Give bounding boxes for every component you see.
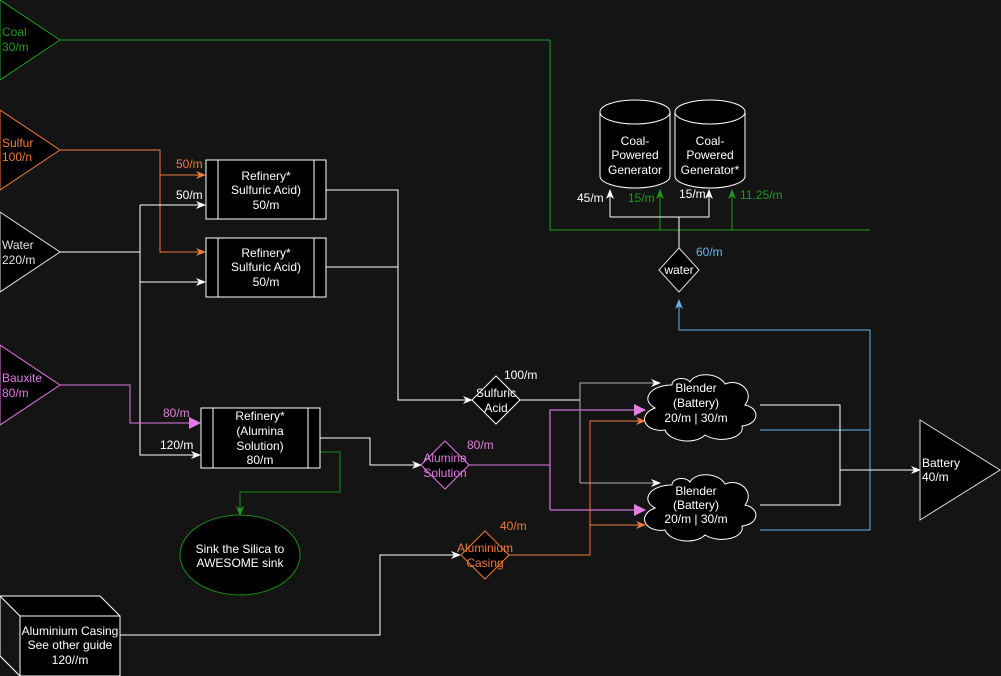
edge-blender1-battery: [760, 404, 841, 506]
refinery-3-line2: (Alumina: [236, 424, 284, 438]
generator-1[interactable]: Coal- Powered Generator: [599, 99, 671, 189]
edge-ref3-alumina: [320, 437, 422, 469]
refinery-2-line2: Sulfuric Acid): [231, 260, 301, 274]
generator-1-line1: Coal-: [621, 134, 650, 148]
edge-sulfur-ref1: [60, 149, 206, 179]
edge-casing-blenders: [509, 417, 646, 556]
label-gen2-water: 15/m: [679, 187, 706, 201]
edge-blue-water-2: [760, 430, 871, 531]
output-battery-rate: 40/m: [922, 470, 949, 484]
generator-2-line3: Generator*: [681, 163, 740, 177]
edge-water-ref1: [139, 205, 201, 459]
input-water-rate: 220/m: [2, 253, 35, 267]
label-gen1-water: 45/m: [577, 191, 604, 205]
refinery-2-line3: 50/m: [253, 275, 280, 289]
refinery-1-line2: Sulfuric Acid): [231, 183, 301, 197]
refinery-3-line4: 80/m: [247, 453, 274, 467]
edge-water-to-gen2: [610, 189, 713, 218]
blender-2-line3: 20/m | 30/m: [664, 512, 727, 526]
edge-casing-junction: [120, 551, 461, 636]
blender-2-line2: (Battery): [673, 498, 719, 512]
label-sulfuric-acid: 100/m: [504, 368, 537, 382]
input-sulfur-name: Sulfur: [2, 136, 33, 150]
blender-1[interactable]: Blender (Battery) 20/m | 30/m: [644, 374, 757, 442]
edge-alumina-blender1: [549, 404, 646, 510]
junction-aluminium-casing[interactable]: Aluminium Casing: [457, 530, 513, 580]
generator-2-line2: Powered: [686, 148, 733, 162]
label-water-ref3: 120/m: [160, 438, 193, 452]
sink-line2: AWESOME sink: [197, 556, 285, 570]
input-bauxite-rate: 80/m: [2, 386, 29, 400]
input-coal[interactable]: Coal 30/m: [0, 0, 61, 81]
label-gen1-coal: 15/m: [628, 191, 655, 205]
edge-silica-sink: [236, 451, 341, 516]
refinery-1-line1: Refinery*: [241, 169, 291, 183]
junction-sulfuric-acid[interactable]: Sulfuric Acid: [471, 375, 521, 425]
junction-water-label: water: [663, 263, 693, 277]
refinery-2-line1: Refinery*: [241, 246, 291, 260]
junction-acid-line2: Acid: [484, 401, 507, 415]
blender-2[interactable]: Blender (Battery) 20/m | 30/m: [644, 474, 757, 542]
refinery-3-line3: Solution): [236, 439, 283, 453]
aluminium-casing-source[interactable]: Aluminium Casing See other guide 120//m: [0, 595, 121, 676]
refinery-3-line1: Refinery*: [235, 409, 285, 423]
edge-blue-water-1: [675, 299, 871, 431]
input-coal-rate: 30/m: [2, 40, 29, 54]
blender-1-line2: (Battery): [673, 396, 719, 410]
junction-acid-line1: Sulfuric: [476, 386, 516, 400]
label-alumina-solution: 80/m: [467, 438, 494, 452]
edge-ref1-acid: [326, 189, 473, 404]
sink-line1: Sink the Silica to: [196, 542, 285, 556]
label-aluminium-casing: 40/m: [500, 519, 527, 533]
input-water[interactable]: Water 220/m: [0, 211, 61, 293]
refinery-1-line3: 50/m: [253, 198, 280, 212]
output-battery[interactable]: Battery 40/m: [919, 419, 1001, 521]
junction-alumina-line2: Solution: [423, 466, 466, 480]
label-water-gens: 60/m: [696, 245, 723, 259]
silica-sink[interactable]: Sink the Silica to AWESOME sink: [179, 514, 301, 596]
label-bauxite-ref3: 80/m: [163, 406, 190, 420]
input-water-name: Water: [2, 238, 34, 252]
edge-sulfur-ref2: [159, 175, 206, 256]
edge-coal-main: [60, 39, 870, 231]
casing-source-line3: 120//m: [52, 653, 89, 667]
generator-2[interactable]: Coal- Powered Generator*: [674, 99, 746, 189]
refinery-alumina-solution[interactable]: Refinery* (Alumina Solution) 80/m: [200, 407, 321, 469]
generator-2-line1: Coal-: [696, 134, 725, 148]
blender-2-line1: Blender: [675, 484, 716, 498]
label-sulfur-ref1: 50/m: [176, 157, 203, 171]
edge-acid-blender1: [579, 379, 661, 483]
output-battery-name: Battery: [922, 456, 960, 470]
input-sulfur[interactable]: Sulfur 100/n: [0, 109, 61, 191]
input-coal-name: Coal: [2, 25, 27, 39]
casing-source-line2: See other guide: [28, 638, 113, 652]
input-sulfur-rate: 100/n: [2, 150, 32, 164]
junction-alumina-line1: Alumina: [423, 451, 467, 465]
input-bauxite[interactable]: Bauxite 80/m: [0, 344, 61, 426]
junction-casing-line2: Casing: [466, 556, 503, 570]
refinery-sulfuric-acid-1[interactable]: Refinery* Sulfuric Acid) 50/m: [205, 159, 327, 220]
label-gen2-coal: 11.25/m: [740, 188, 782, 202]
generator-1-line2: Powered: [611, 148, 658, 162]
input-bauxite-name: Bauxite: [2, 371, 42, 385]
blender-1-line3: 20/m | 30/m: [664, 411, 727, 425]
refinery-sulfuric-acid-2[interactable]: Refinery* Sulfuric Acid) 50/m: [205, 237, 327, 298]
junction-alumina-solution[interactable]: Alumina Solution: [420, 440, 470, 490]
junction-casing-line1: Aluminium: [457, 541, 513, 555]
blender-1-line1: Blender: [675, 381, 716, 395]
edge-bauxite-ref3: [60, 384, 201, 429]
casing-source-line1: Aluminium Casing: [22, 624, 119, 638]
generator-1-line3: Generator: [608, 163, 662, 177]
junction-water[interactable]: water: [658, 247, 700, 293]
label-water-ref1: 50/m: [176, 188, 203, 202]
